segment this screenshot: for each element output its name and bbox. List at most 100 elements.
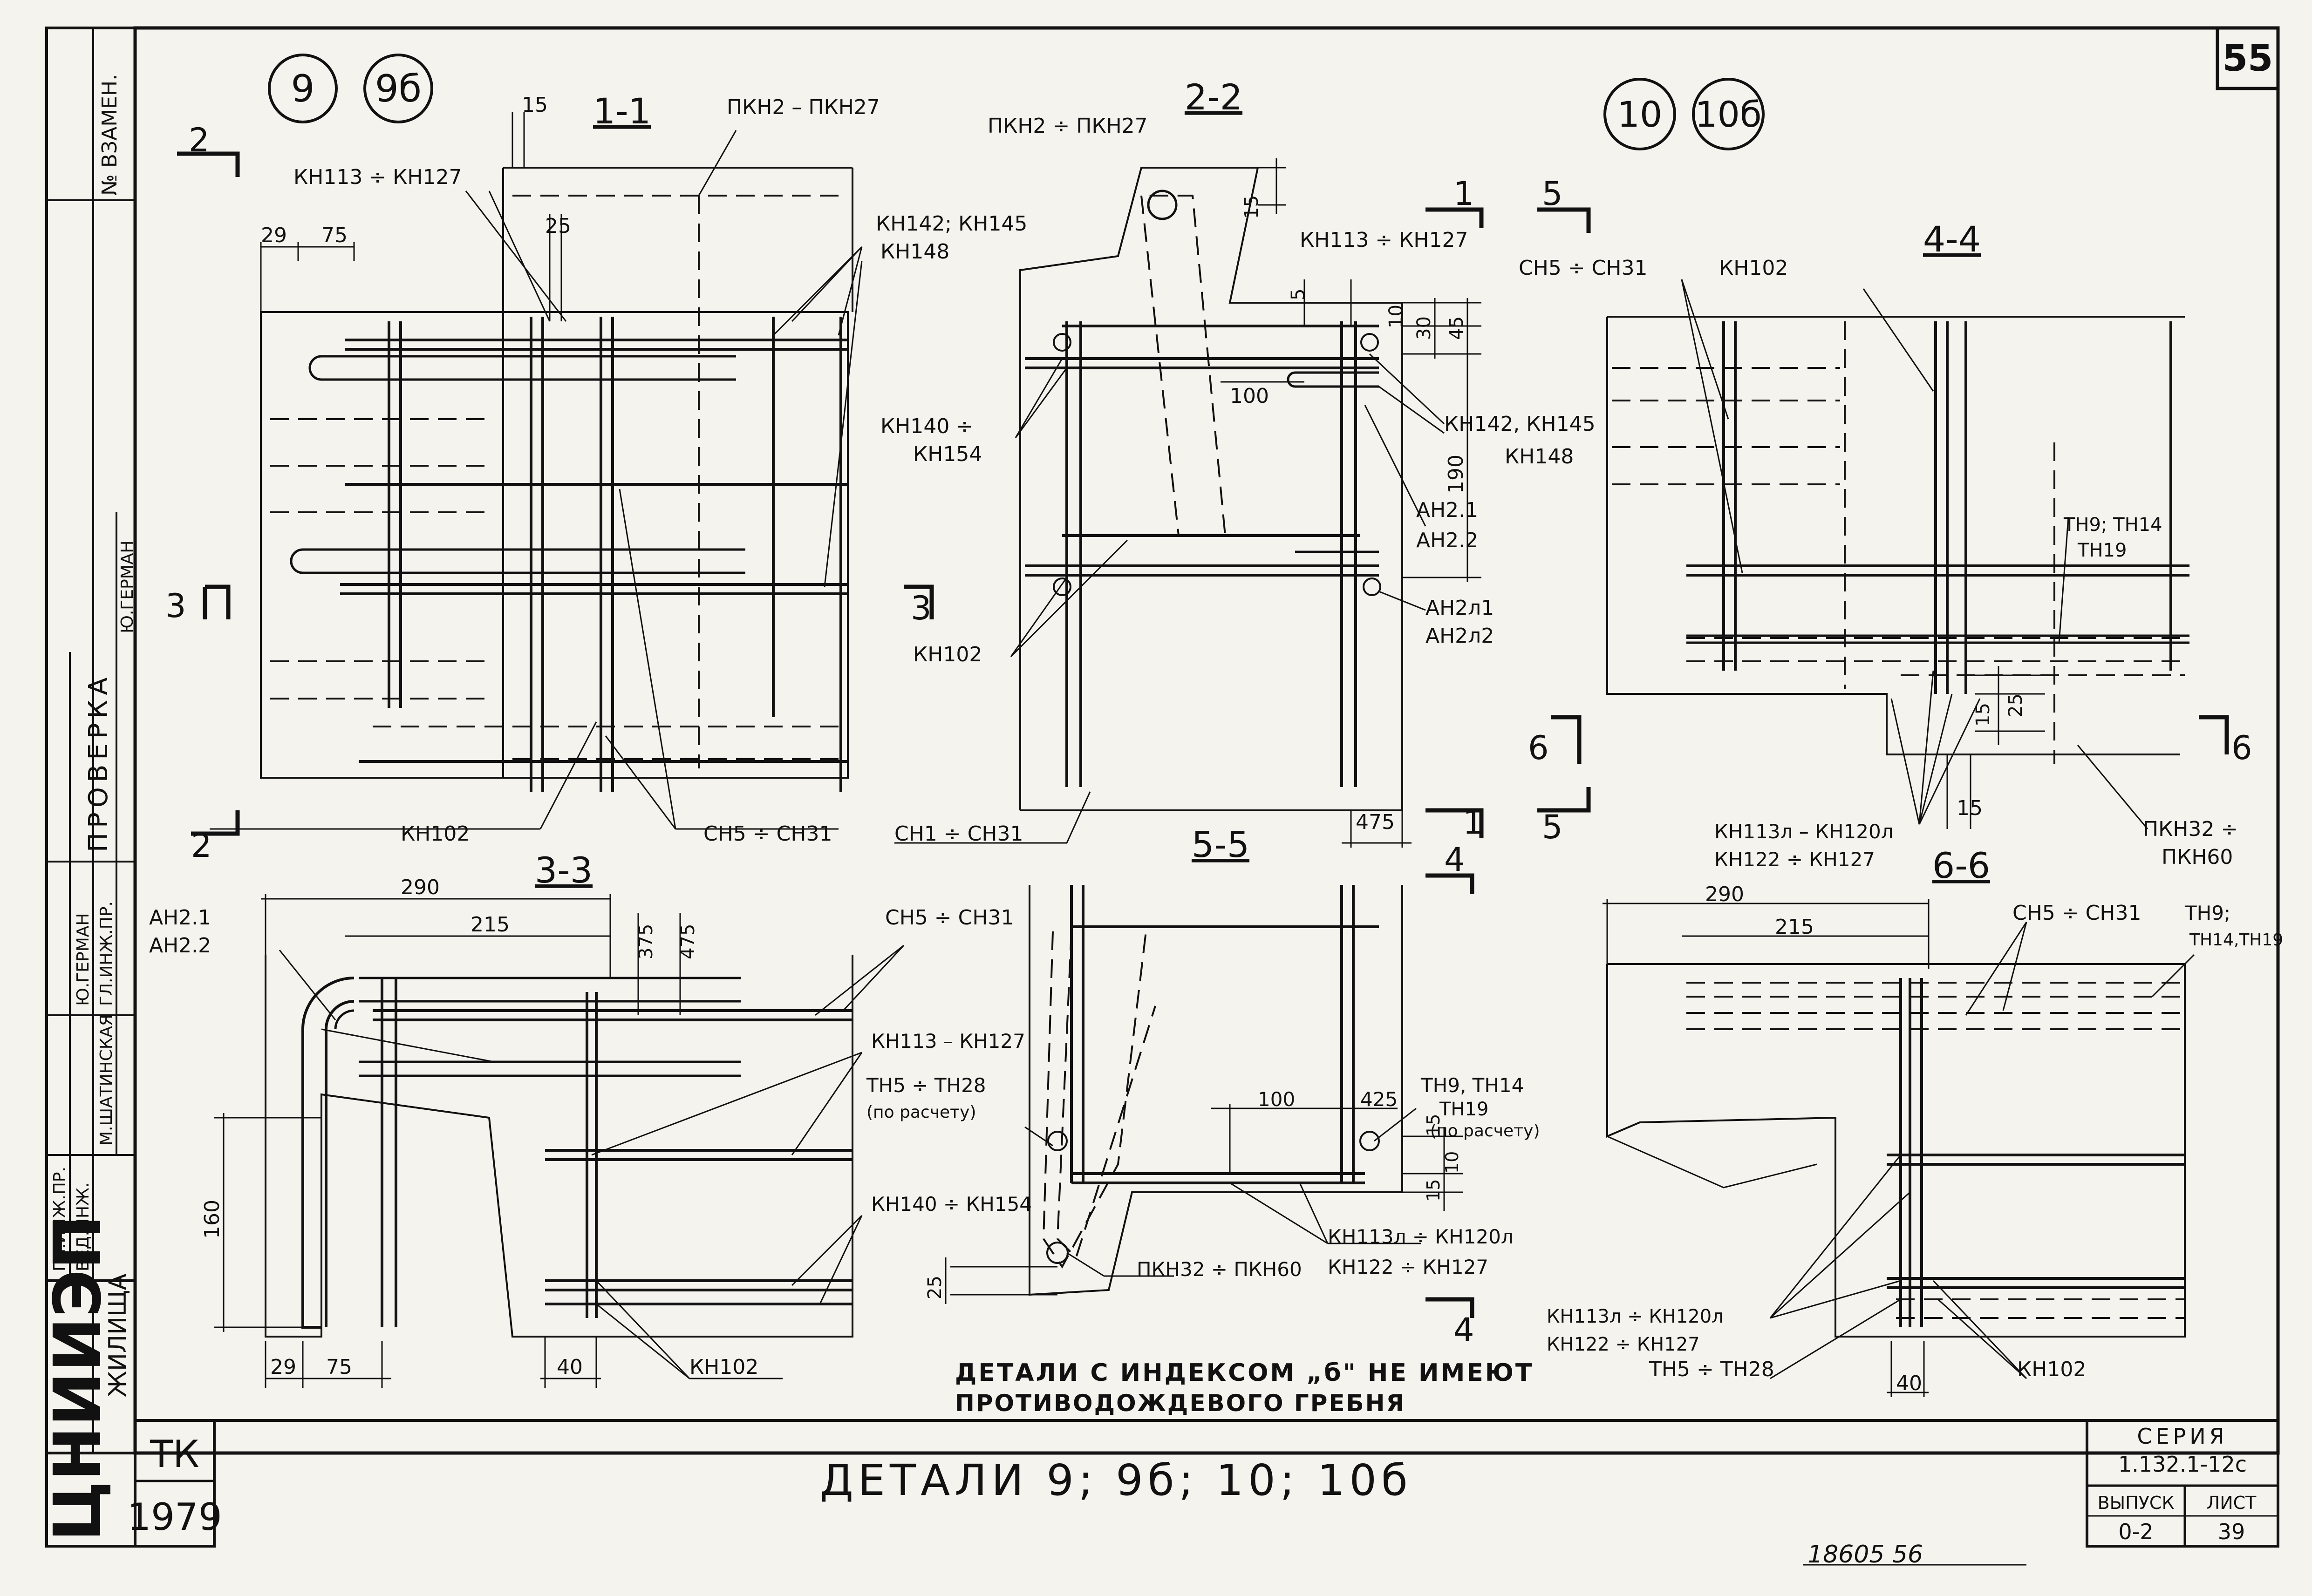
- dim-15c: 15: [1957, 796, 1983, 820]
- section-title-2-2: 2-2: [1185, 76, 1242, 118]
- dim-290d: 290: [401, 876, 440, 899]
- cut-mark-6-right: 6: [2231, 729, 2252, 767]
- section-6-6-drawing: [1603, 899, 2195, 1397]
- section-4-4-drawing: [1606, 279, 2189, 829]
- dim-10e: 10: [1442, 1151, 1462, 1174]
- dim-475d: 475: [677, 924, 699, 959]
- label-pkn60-c: ПКН60: [2162, 845, 2233, 869]
- section-title-3-3: 3-3: [535, 849, 593, 891]
- label-kn113-127-b: КН113 ÷ КН127: [1300, 228, 1468, 252]
- dim-25e: 25: [924, 1276, 946, 1299]
- label-pkn32-c: ПКН32 ÷: [2143, 817, 2238, 841]
- label-tn5-28-f: ТН5 ÷ ТН28: [1649, 1358, 1774, 1381]
- label-an21-d: АН2.1: [149, 906, 211, 930]
- label-kn142-145-a: КН142; КН145: [876, 212, 1027, 236]
- label-kn122-c: КН122 ÷ КН127: [1714, 848, 1875, 871]
- cut-markers: [177, 151, 2229, 1318]
- stamp-german-1: Ю.ГЕРМАН: [118, 541, 137, 633]
- label-kn102-c: КН102: [1719, 256, 1788, 280]
- dim-75a: 75: [321, 224, 348, 247]
- detail-circles: [268, 54, 1765, 150]
- label-sn5-31-d: СН5 ÷ СН31: [885, 906, 1014, 930]
- dim-5b: 5: [1288, 289, 1309, 300]
- section-title-5-5: 5-5: [1192, 824, 1249, 865]
- dim-29d: 29: [270, 1355, 296, 1379]
- vypusk-value: 0-2: [2118, 1519, 2153, 1544]
- dim-15a: 15: [522, 93, 548, 117]
- side-stamp-grid: [47, 199, 135, 1282]
- year-label: 1979: [127, 1495, 222, 1539]
- dim-215d: 215: [471, 913, 510, 937]
- cut-mark-1-bottom: 1: [1463, 803, 1484, 842]
- dim-215f: 215: [1775, 915, 1814, 939]
- label-tn19-c: ТН19: [2077, 540, 2127, 561]
- label-tn19-e: ТН19: [1439, 1099, 1488, 1120]
- tk-label: ТК: [150, 1433, 199, 1476]
- label-an22-b: АН2.2: [1416, 529, 1478, 552]
- label-kn148-a: КН148: [880, 240, 949, 264]
- org-name: ЦНИИЭП: [40, 1215, 116, 1542]
- label-tn9-f: ТН9;: [2184, 902, 2230, 924]
- stamp-german-2: Ю.ГЕРМАН: [74, 913, 93, 1006]
- label-tn9-14-e: ТН9, ТН14: [1420, 1074, 1524, 1097]
- label-kn102-d: КН102: [689, 1355, 758, 1379]
- dim-45b: 45: [1446, 316, 1467, 340]
- label-kn113l-c: КН113л – КН120л: [1714, 820, 1894, 843]
- label-tn9-14-c: ТН9; ТН14: [2063, 514, 2162, 536]
- list-label: ЛИСТ: [2207, 1493, 2257, 1513]
- dim-25c: 25: [2005, 693, 2026, 717]
- dim-15b: 15: [1241, 195, 1262, 219]
- label-po-raschetu-d: (по расчету): [866, 1103, 976, 1122]
- stamp-gl-inzh-1: ГЛ.ИНЖ.ПР.: [97, 901, 116, 1006]
- seria-value: 1.132.1-12с: [2118, 1452, 2247, 1477]
- label-kn102-b: КН102: [913, 643, 982, 666]
- label-kn140-b: КН140 ÷: [880, 414, 973, 438]
- label-kn154-b: КН154: [913, 442, 982, 466]
- label-kn102-a: КН102: [401, 822, 470, 846]
- label-po-raschetu-e: (по расчету): [1430, 1121, 1540, 1141]
- label-kn122-e: КН122 ÷ КН127: [1328, 1256, 1488, 1278]
- stamp-gl-inzh-2: ГЛ.ИНЖ.ПР.: [50, 1167, 69, 1271]
- sheet-title: ДЕТАЛИ 9; 9б; 10; 10б: [820, 1455, 1412, 1505]
- label-an22-d: АН2.2: [149, 934, 211, 958]
- stamp-proverka: ПРОВЕРКА: [83, 672, 114, 852]
- label-kn113l-f: КН113л ÷ КН120л: [1547, 1306, 1724, 1327]
- vypusk-label: ВЫПУСК: [2098, 1493, 2175, 1513]
- cut-mark-5-bottom: 5: [1542, 808, 1563, 846]
- list-value: 39: [2218, 1519, 2245, 1544]
- detail-10: 10: [1617, 94, 1663, 135]
- section-2-2-drawing: [894, 158, 1481, 848]
- label-kn148-b: КН148: [1505, 445, 1574, 469]
- cut-mark-3-right: 3: [911, 589, 932, 627]
- dim-10b: 10: [1385, 305, 1407, 328]
- cut-mark-1-top: 1: [1453, 175, 1474, 213]
- dim-475b: 475: [1356, 810, 1395, 834]
- section-title-1-1: 1-1: [593, 90, 651, 132]
- label-an21-b: АН2.1: [1416, 498, 1478, 522]
- dim-15e2: 15: [1423, 1179, 1444, 1202]
- cut-mark-3-left: 3: [165, 587, 186, 625]
- section-title-4-4: 4-4: [1923, 218, 1981, 260]
- dim-375d: 375: [635, 924, 657, 959]
- dim-30b: 30: [1413, 316, 1435, 340]
- dim-15c-2: 15: [1972, 703, 1994, 727]
- page-number: 55: [2223, 38, 2273, 80]
- label-kn122-f: КН122 ÷ КН127: [1547, 1334, 1700, 1355]
- dim-160d: 160: [200, 1200, 224, 1239]
- dim-40d: 40: [557, 1355, 583, 1379]
- dim-75d: 75: [326, 1355, 352, 1379]
- dim-100e: 100: [1258, 1088, 1295, 1111]
- section-1-1-drawing: [210, 112, 863, 830]
- label-kn102-f: КН102: [2017, 1358, 2086, 1381]
- cut-mark-4-bottom: 4: [1453, 1311, 1474, 1349]
- dim-29a: 29: [261, 224, 287, 247]
- dim-425e: 425: [1360, 1088, 1398, 1111]
- label-kn113l-e: КН113л ÷ КН120л: [1328, 1225, 1514, 1248]
- dim-190b: 190: [1444, 455, 1468, 494]
- section-3-3-drawing: [214, 894, 905, 1388]
- section-title-6-6: 6-6: [1932, 845, 1990, 886]
- detail-9: 9: [291, 67, 315, 110]
- section-5-5-drawing: [945, 885, 1463, 1304]
- label-an2l1-b: АН2л1: [1425, 596, 1494, 620]
